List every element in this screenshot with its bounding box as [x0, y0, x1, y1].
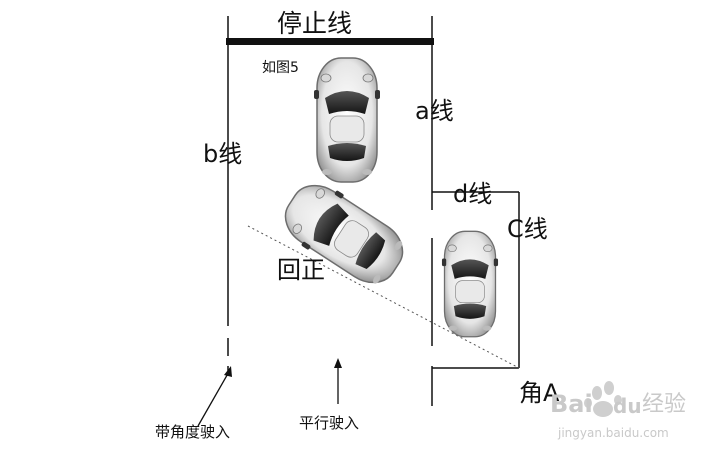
parallel-entry-label: 平行驶入 — [299, 414, 360, 432]
a-line-label: a线 — [415, 97, 454, 125]
reference-dotted-line — [247, 225, 520, 369]
stop-line-label: 停止线 — [277, 9, 353, 38]
baidu-paw-icon — [584, 381, 622, 417]
stop-line — [226, 38, 434, 45]
watermark-suffix: 经验 — [642, 392, 687, 417]
b-line-label: b线 — [203, 140, 243, 168]
figure-caption: 如图5 — [262, 60, 299, 76]
car-top-icon — [313, 57, 381, 183]
angled-entry-arrow — [197, 366, 232, 427]
parallel-entry-arrow — [334, 358, 342, 404]
angled-entry-label: 带角度驶入 — [155, 423, 231, 441]
watermark-url: jingyan.baidu.com — [558, 426, 669, 440]
d-line-label: d线 — [453, 180, 493, 208]
corner-a-label: 角A — [519, 379, 560, 407]
car-parked-icon — [441, 230, 499, 338]
watermark-brand: Bai — [550, 390, 593, 418]
watermark-paw-text: du — [613, 394, 642, 418]
straighten-label: 回正 — [277, 256, 325, 284]
c-line-label: C线 — [507, 215, 548, 243]
